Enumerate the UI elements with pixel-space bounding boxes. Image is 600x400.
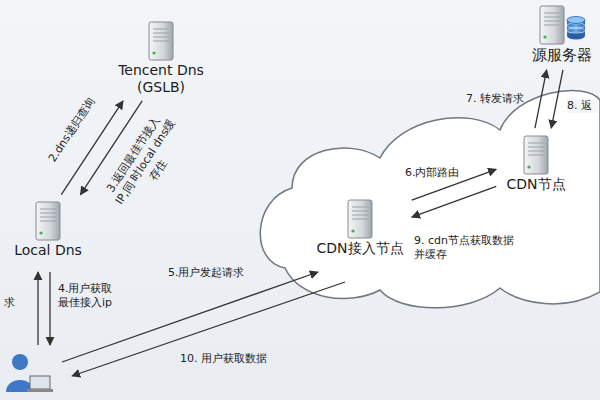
server-node: Tencent Dns (GSLB) [110, 18, 212, 98]
response-arrow [49, 272, 50, 345]
flow-arrow [412, 186, 496, 217]
server-icon [521, 134, 551, 176]
step-label: 7. 转发请求 [466, 92, 544, 106]
server-icon [537, 4, 587, 46]
step-label: 2.dns递归查询 [43, 91, 101, 169]
request-arrow [37, 272, 38, 345]
server-icon [345, 198, 375, 240]
node-label: Local Dns [14, 242, 82, 259]
node-label: Tencent Dns (GSLB) [112, 62, 210, 96]
server-node: CDN节点 [500, 132, 572, 195]
server-icon [33, 200, 63, 242]
callout-text: 4.用户获取最佳接入ip [58, 282, 122, 311]
node-label: 源服务器 [532, 46, 592, 64]
step-label: 3.返回最佳节接入IP,同 时local dns缓存住 [101, 108, 191, 215]
server-node: CDN接入节点 [312, 196, 408, 259]
cdn-cloud [260, 90, 600, 307]
callout-text: 求 [4, 296, 18, 310]
flow-arrow [535, 70, 547, 128]
flow-arrow [551, 70, 563, 128]
step-label: 9. cdn节点获取数据并缓存 [414, 234, 520, 263]
callout-text: 10. 用户获取数据 [180, 352, 290, 366]
node-label: CDN接入节点 [316, 240, 403, 257]
user-icon [6, 354, 53, 392]
server-node: 源服务器 [526, 2, 598, 66]
node-label: CDN节点 [506, 176, 565, 193]
server-node: Local Dns [8, 198, 88, 261]
response-arrow [72, 282, 345, 376]
step-label: 8. 返 [567, 99, 598, 113]
server-icon [146, 20, 176, 62]
step-label: 6.内部路由 [405, 166, 485, 180]
callout-text: 5.用户发起请求 [168, 266, 264, 280]
